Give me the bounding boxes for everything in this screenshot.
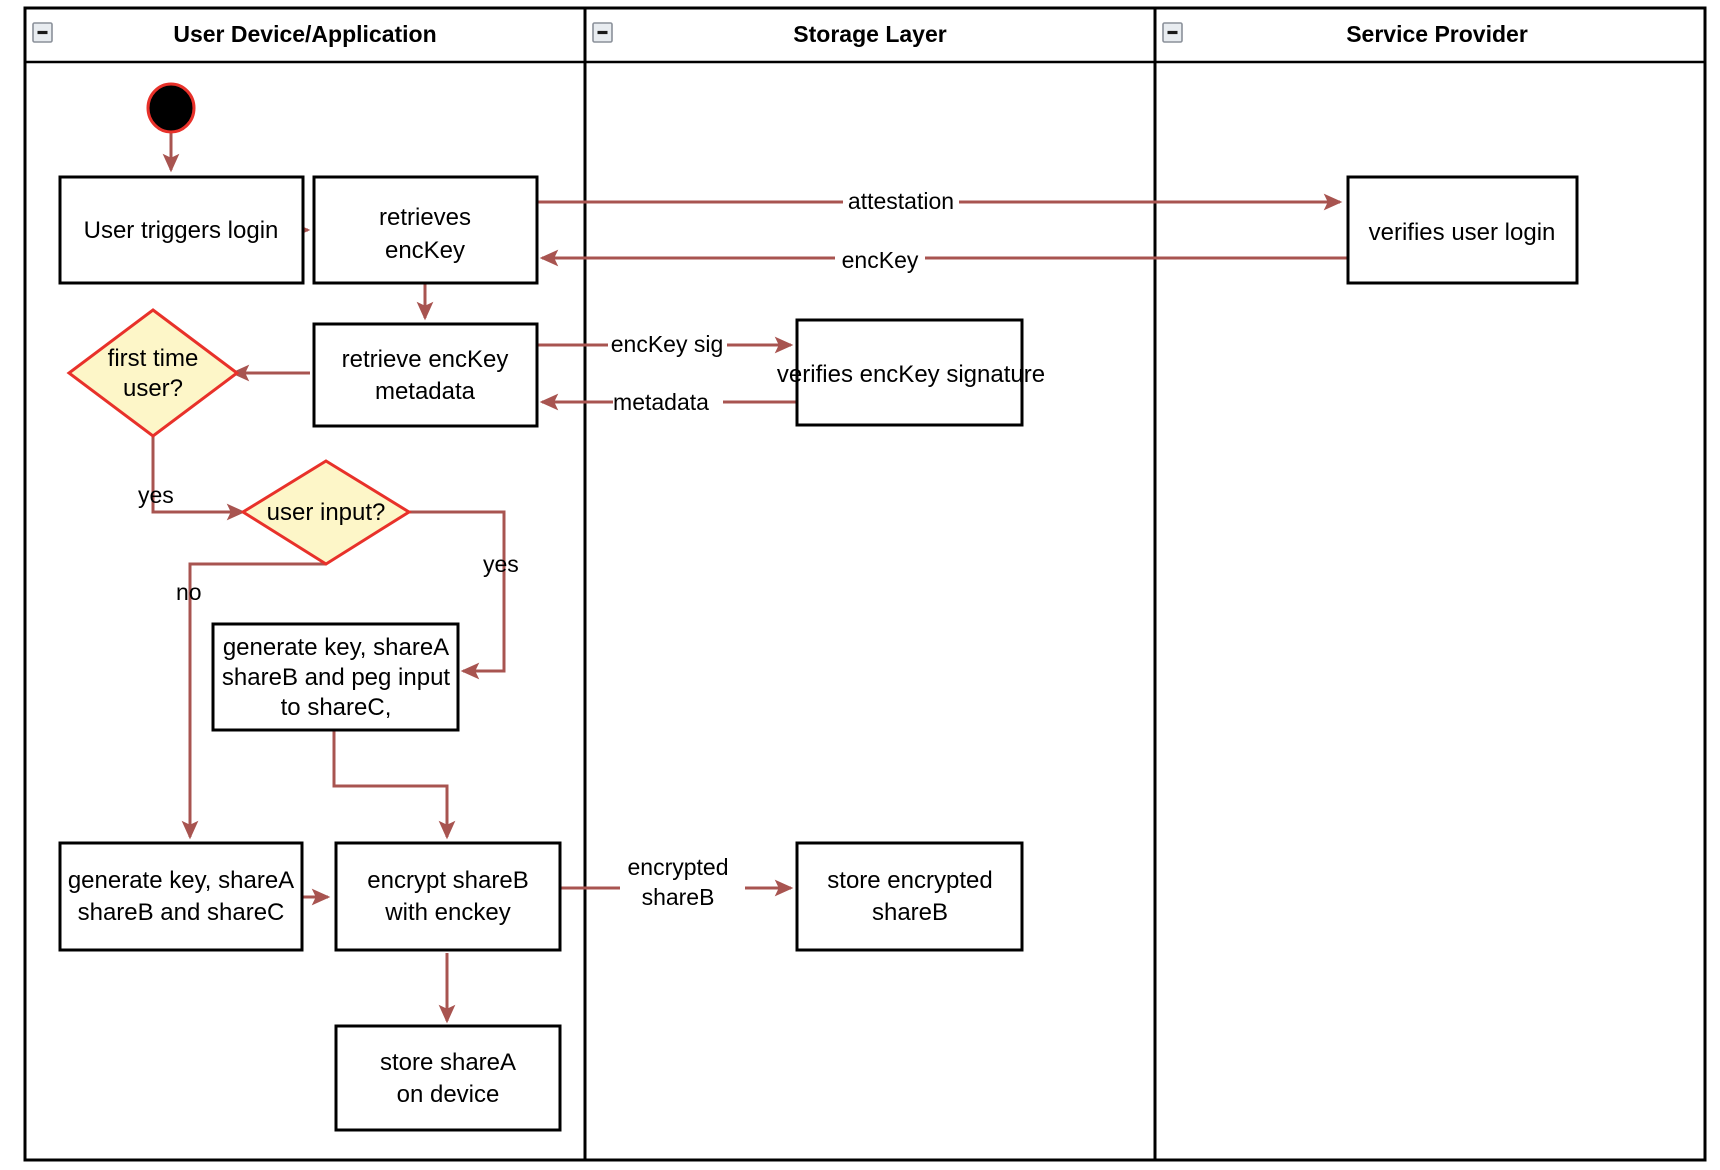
edge-peg-to-encrypt xyxy=(332,730,456,840)
action-label: verifies encKey signature xyxy=(777,361,1045,388)
action-verifies-user-login[interactable]: verifies user login xyxy=(1346,175,1579,285)
action-generate-key-shares[interactable]: generate key, shareA shareB and shareC xyxy=(58,841,304,952)
action-label-line2: encKey xyxy=(385,237,465,264)
edge-label-backing xyxy=(613,388,723,416)
edge-label-yes-user-input: yes xyxy=(483,551,519,577)
action-label-line2: on device xyxy=(397,1081,500,1108)
edge-label-metadata: metadata xyxy=(613,389,709,415)
action-label: User triggers login xyxy=(84,217,279,244)
lane-title-user-device: User Device/Application xyxy=(173,21,436,47)
decision-first-time-user[interactable]: first time user? xyxy=(66,308,240,438)
lane-header-user-device[interactable]: User Device/Application xyxy=(32,21,437,47)
lane-header-service-provider[interactable]: Service Provider xyxy=(1162,21,1528,47)
action-retrieve-enckey-metadata[interactable]: retrieve encKey metadata xyxy=(312,322,539,428)
action-label: verifies user login xyxy=(1369,219,1556,246)
collapse-minus-icon[interactable] xyxy=(592,22,613,43)
action-label-line3: to shareC, xyxy=(281,694,392,721)
collapse-minus-icon[interactable] xyxy=(32,22,53,43)
edge-label-no-user-input: no xyxy=(176,579,202,605)
collapse-minus-icon[interactable] xyxy=(1162,22,1183,43)
action-store-sharea-on-device[interactable]: store shareA on device xyxy=(334,1024,562,1132)
action-encrypt-shareb[interactable]: encrypt shareB with enckey xyxy=(334,841,562,952)
action-label-line2: with enckey xyxy=(384,899,510,926)
edge-userinput-no xyxy=(181,562,326,840)
edge-label-encrypted-line2: shareB xyxy=(642,884,715,910)
edge-label-enckey: encKey xyxy=(842,247,919,273)
edge-firsttime-yes xyxy=(151,415,246,521)
action-label-line2: metadata xyxy=(375,378,476,405)
action-generate-key-peg[interactable]: generate key, shareA shareB and peg inpu… xyxy=(211,622,460,732)
action-retrieves-enckey[interactable]: retrieves encKey xyxy=(312,175,539,285)
edge-userinput-yes xyxy=(409,510,506,680)
action-label-line1: encrypt shareB xyxy=(367,867,528,894)
decision-label-line1: first time xyxy=(108,345,199,372)
action-label-line1: generate key, shareA xyxy=(68,867,294,894)
action-label-line2: shareB xyxy=(872,899,948,926)
action-label-line1: retrieves xyxy=(379,204,471,231)
action-label-line1: retrieve encKey xyxy=(342,346,509,373)
action-label-line2: shareB and shareC xyxy=(78,899,285,926)
edge-label-enckey-sig: encKey sig xyxy=(611,331,724,357)
edge-label-yes-first-time: yes xyxy=(138,482,174,508)
action-label-line1: store shareA xyxy=(380,1049,516,1076)
initial-node xyxy=(146,82,196,134)
lane-title-service-provider: Service Provider xyxy=(1346,21,1528,47)
action-label-line1: store encrypted xyxy=(827,867,992,894)
decision-label-line2: user? xyxy=(123,375,183,402)
edge-label-encrypted-line1: encrypted xyxy=(627,854,728,880)
lane-title-storage: Storage Layer xyxy=(793,21,946,47)
action-user-triggers-login[interactable]: User triggers login xyxy=(58,175,305,285)
lane-header-storage[interactable]: Storage Layer xyxy=(592,21,947,47)
decision-user-input[interactable]: user input? xyxy=(240,459,412,566)
decision-label: user input? xyxy=(267,499,386,526)
action-verifies-enckey-signature[interactable]: verifies encKey signature xyxy=(777,318,1045,427)
action-store-encrypted-shareb[interactable]: store encrypted shareB xyxy=(795,841,1024,952)
edge-label-attestation: attestation xyxy=(848,188,954,214)
edge-label-backing xyxy=(835,247,925,275)
action-label-line2: shareB and peg input xyxy=(222,664,451,691)
edge-label-backing xyxy=(620,847,745,907)
action-label-line1: generate key, shareA xyxy=(223,634,449,661)
edge-label-backing xyxy=(843,187,959,215)
edge-label-backing xyxy=(608,330,727,358)
